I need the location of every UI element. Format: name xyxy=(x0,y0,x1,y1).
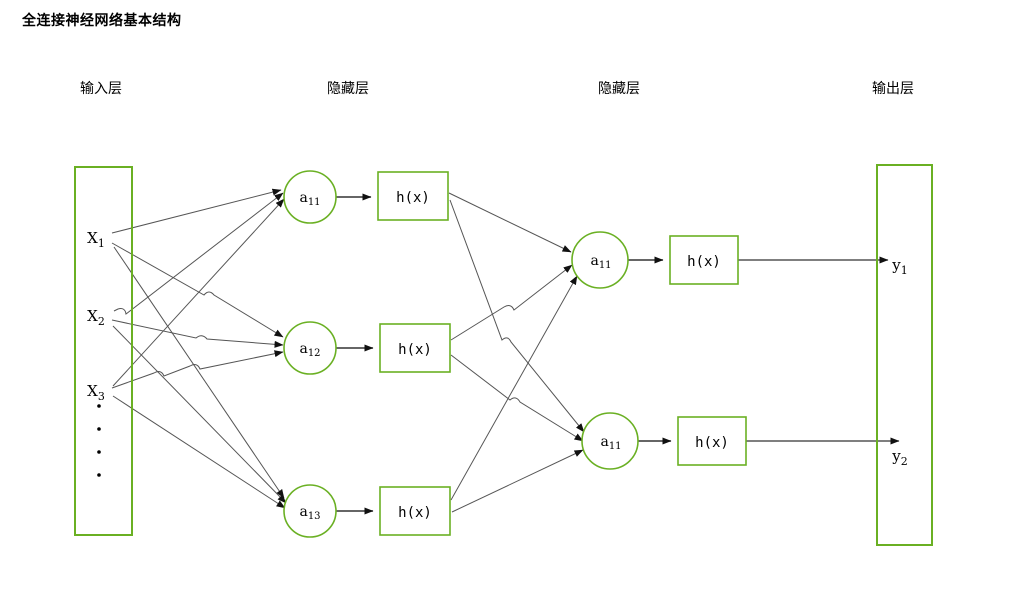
hidden1-activation-box-2 xyxy=(379,323,451,373)
hidden2-node-a11-bottom-circle xyxy=(581,412,639,470)
hidden1-activation-label-1: h(x) xyxy=(396,190,430,206)
page-title: 全连接神经网络基本结构 xyxy=(22,12,182,28)
hidden2-activations: h(x) h(x) xyxy=(669,235,747,466)
input-node-x1: X1 xyxy=(87,229,105,250)
hidden2-node-a11-top-circle xyxy=(571,231,629,289)
hidden1-activation-label-2: h(x) xyxy=(398,342,432,358)
input-layer-box xyxy=(74,166,133,536)
input-layer-label: 输入层 xyxy=(80,80,122,96)
hidden1-activation-box-1 xyxy=(377,171,449,221)
edges-hidden2-to-output xyxy=(738,256,900,445)
hidden1-circles: a11 a12 a13 xyxy=(283,170,337,538)
output-layer-box xyxy=(876,164,933,546)
edges-input-to-hidden1 xyxy=(111,188,287,509)
hidden1-activation-box-3 xyxy=(379,486,451,536)
edges-hidden1-circle-to-activation xyxy=(336,193,374,515)
output-layer-label: 输出层 xyxy=(872,80,914,96)
input-node-x2: X2 xyxy=(87,307,105,328)
input-ellipsis-dots xyxy=(97,404,101,477)
hidden1-node-a12-circle xyxy=(283,321,337,375)
hidden2-circles: a11 a11 xyxy=(571,231,639,470)
hidden1-activation-label-3: h(x) xyxy=(398,505,432,521)
hidden1-activations: h(x) h(x) h(x) xyxy=(377,171,451,536)
hidden-layer-2-label: 隐藏层 xyxy=(598,80,640,96)
edges-hidden1-to-hidden2 xyxy=(448,192,585,513)
hidden2-activation-label-2: h(x) xyxy=(695,435,729,451)
input-node-x3: X3 xyxy=(87,382,105,403)
edges-hidden2-circle-to-activation xyxy=(628,256,672,445)
output-layer-nodes: y1 y2 xyxy=(891,256,907,468)
hidden2-activation-box-2 xyxy=(677,416,747,466)
hidden2-activation-label-1: h(x) xyxy=(687,254,721,270)
input-layer-nodes: X1 X2 X3 xyxy=(87,229,105,403)
output-node-y2: y2 xyxy=(891,447,907,468)
output-node-y1: y1 xyxy=(891,256,907,277)
hidden1-node-a11-circle xyxy=(283,170,337,224)
hidden-layer-1-label: 隐藏层 xyxy=(327,80,369,96)
hidden1-node-a13-circle xyxy=(283,484,337,538)
hidden2-activation-box-1 xyxy=(669,235,739,285)
